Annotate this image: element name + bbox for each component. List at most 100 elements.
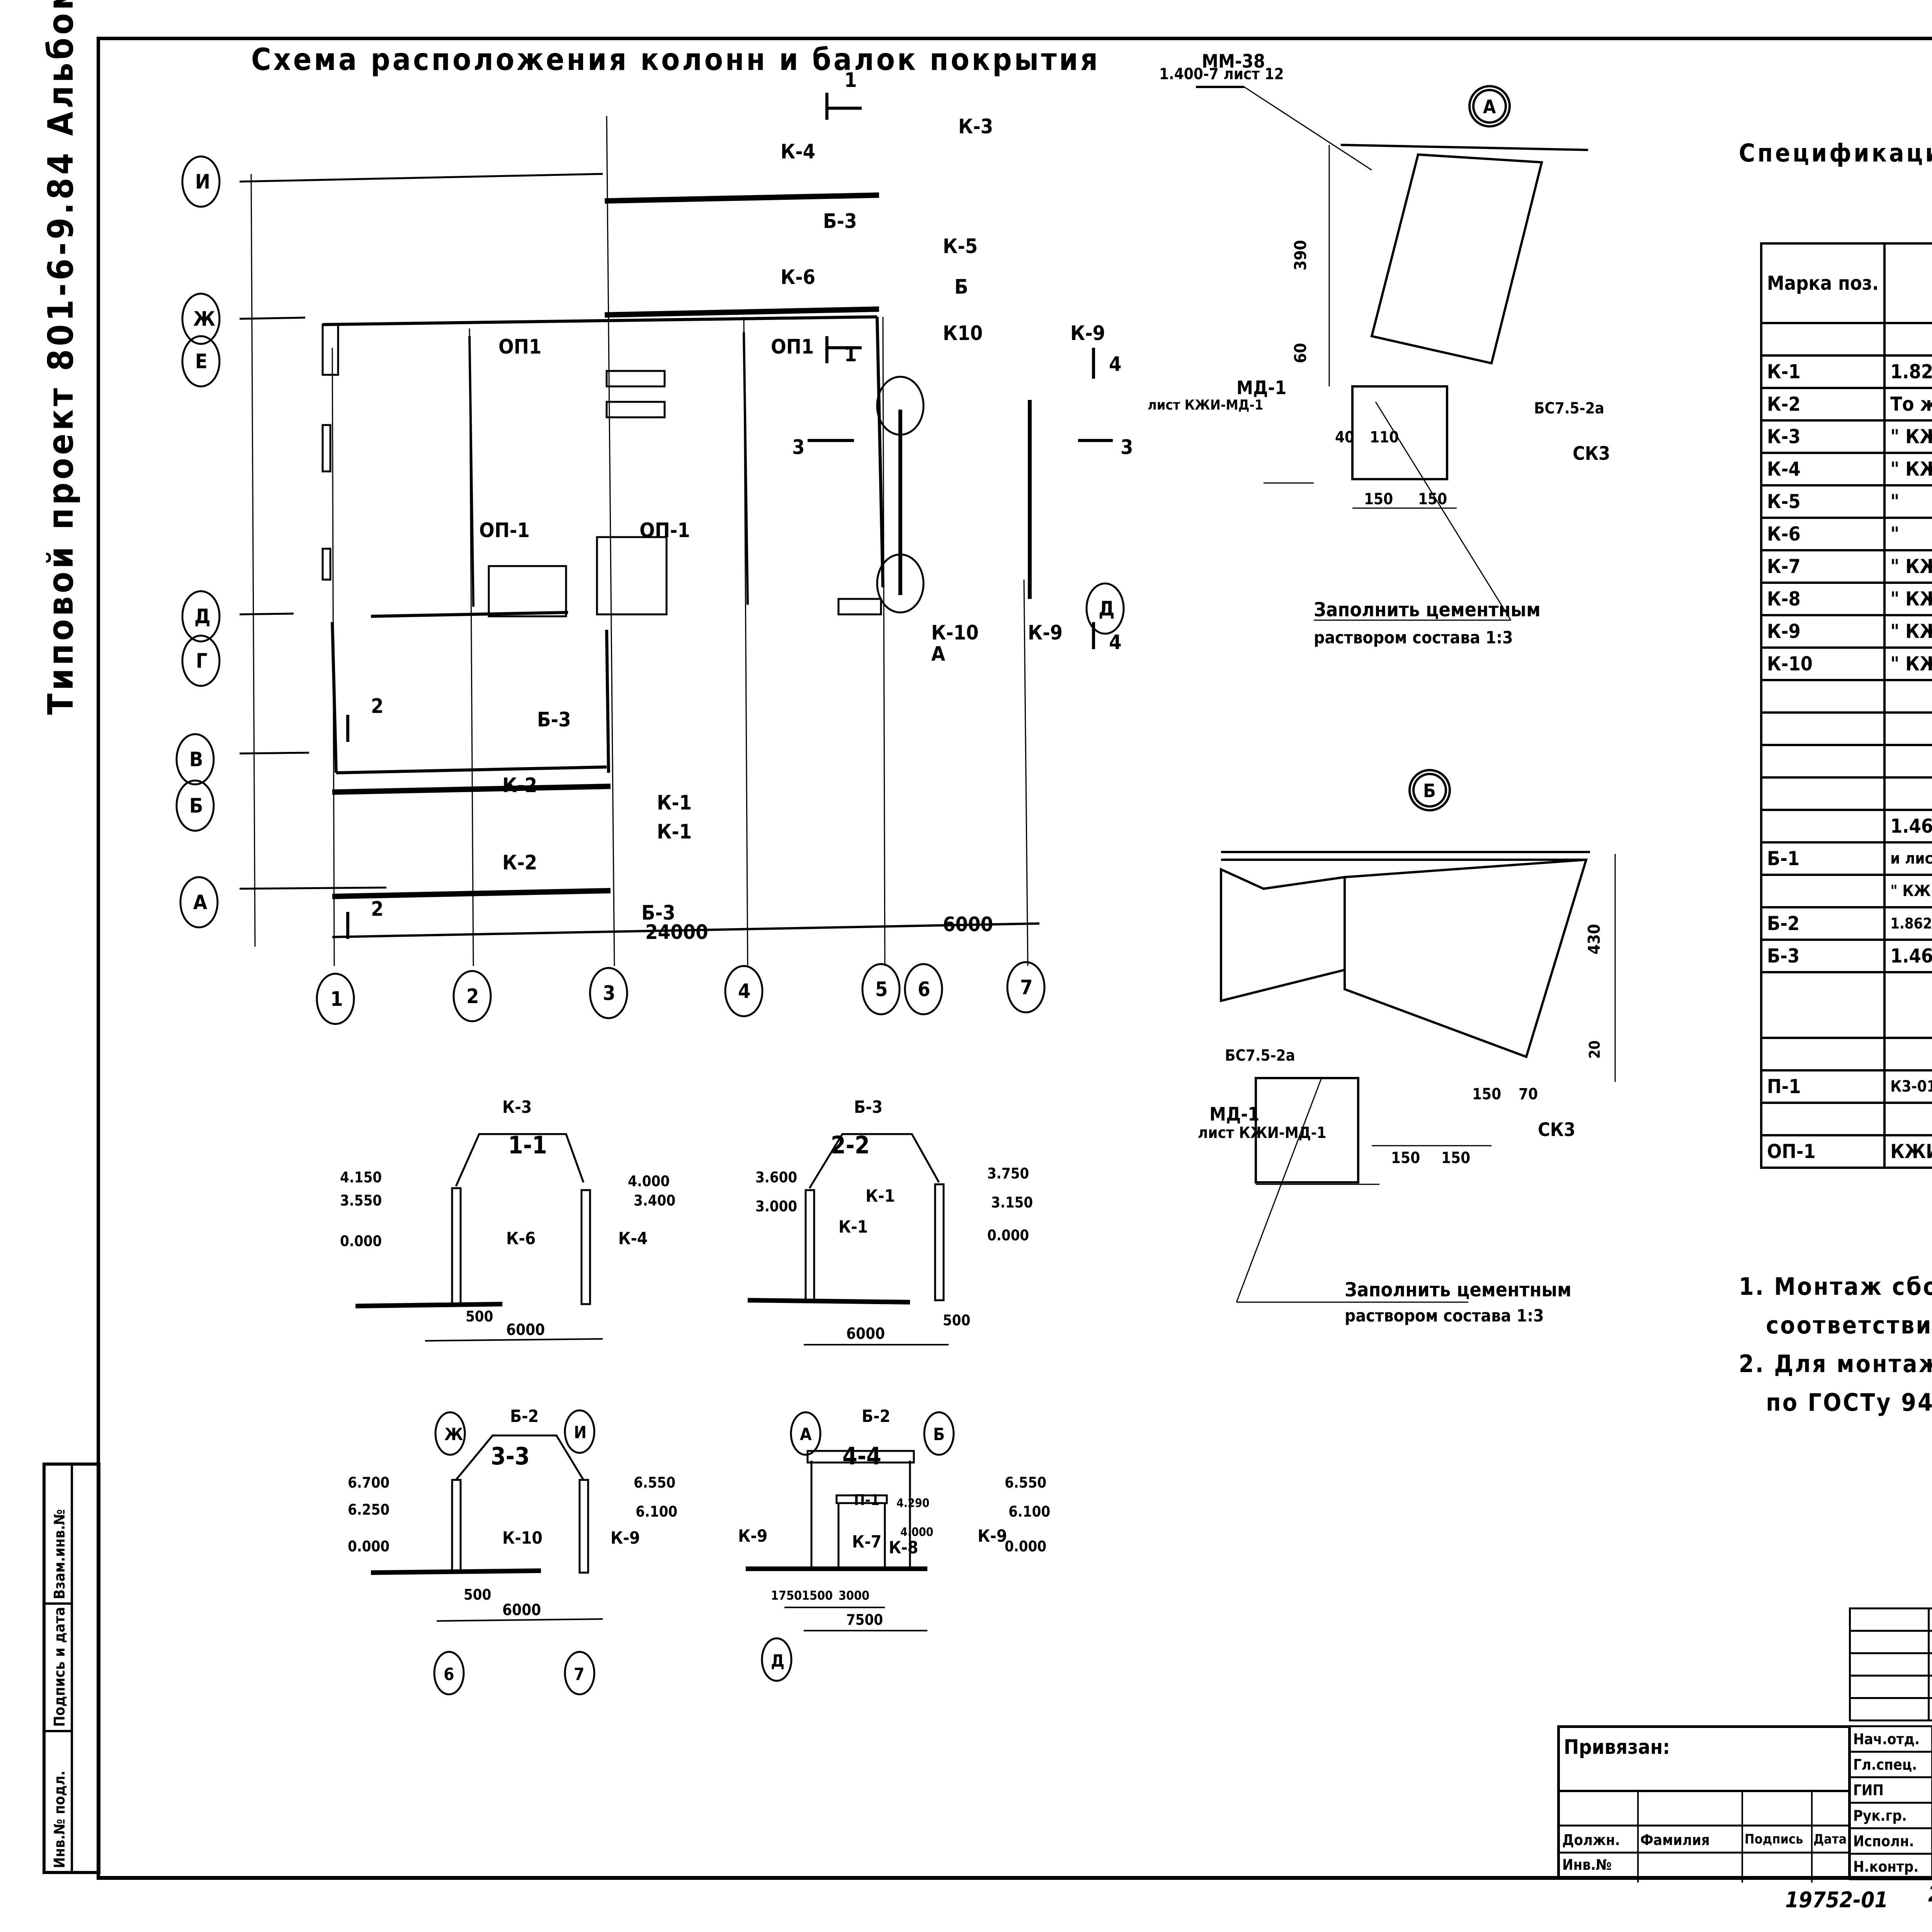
cell-designation: " КЖИ СКТ3-42-2А (1883, 452, 1932, 486)
wall-line (336, 765, 607, 774)
detail-b-dim: 20 (1586, 1040, 1603, 1059)
table-row: К-5"СК3-48-221080 (1760, 484, 1932, 519)
footer-n-1: 25 (1928, 1882, 1932, 1907)
section-row: Перемычка (1760, 1037, 1932, 1071)
cell-designation: " КЖИ СК3-42-2А (1883, 419, 1932, 454)
detail-column (1351, 385, 1448, 480)
cell-designation: " КЖИ-1БДР12-3АIV-Та (1883, 874, 1932, 908)
elevation-mark: 3.600 (755, 1169, 797, 1186)
axis-label: Е (195, 350, 207, 373)
dim-label: 6000 (846, 1325, 885, 1343)
cell-mark: К-7 (1760, 549, 1886, 584)
column (934, 1183, 945, 1301)
wall (605, 370, 666, 388)
cell-mark: К-4 (1760, 452, 1886, 486)
detail-a-marker (1468, 85, 1511, 128)
member-label: Б-3 (537, 708, 571, 731)
elevation-mark: 0.000 (348, 1538, 389, 1555)
inv-label: Инв.№ (1562, 1856, 1612, 1873)
dim-label: 500 (464, 1586, 491, 1603)
divider (1560, 1825, 1848, 1827)
elevation-mark: 6.250 (348, 1501, 389, 1518)
elevation-mark: 6.700 (348, 1474, 389, 1491)
sections-labels: 1-1 К-3 4.150 3.550 0.000 4.000 3.400 К-… (340, 1097, 1050, 1684)
staff-row: Рук.гр.Лесковская (1849, 1802, 1932, 1829)
detail-b-labels: Б БС7.5-2а МД-1 лист КЖИ-МД-1 СК3 430 20… (1198, 780, 1604, 1326)
leader (455, 1133, 585, 1187)
section-title: 2-2 (831, 1131, 870, 1159)
axis-label: А (800, 1425, 812, 1444)
spec-title-line1: Спецификация элементов к схемам располож… (1739, 139, 1932, 168)
axis-bubble-7 (1006, 961, 1046, 1014)
axis-bubble-3 (589, 967, 628, 1019)
detail-b-marker (1408, 769, 1451, 811)
note-line: по ГОСТу 9467-75. (1766, 1388, 1932, 1417)
staff-role: ГИП (1849, 1776, 1932, 1804)
leader (1236, 1078, 1322, 1303)
divider (1742, 1790, 1743, 1883)
axis-label: 6 (444, 1665, 454, 1684)
member-label: Б-3 (641, 901, 675, 925)
staff-role: Исполн. (1849, 1827, 1932, 1855)
cell-mark: К-10 (1760, 646, 1886, 681)
detail-a-dim: 150 (1418, 490, 1447, 508)
column (578, 1479, 589, 1574)
detail-a-marker-label: А (1483, 96, 1496, 118)
member-label: К-9 (1070, 322, 1105, 345)
dim-label: 6000 (502, 1601, 541, 1619)
table-row: К-4" КЖИ СКТ3-42-2АСКТ3-42-2А-КЖИ СКТ3-4… (1760, 452, 1932, 486)
detail-b-marker-inner (1412, 773, 1447, 808)
ground-line (355, 1302, 503, 1308)
member-label: К-5 (943, 235, 978, 258)
axis-bubble (790, 1411, 821, 1456)
table-row: К-10" КЖИ СК3-72-2АСК3-72-2А-КЖИ СК3-72-… (1760, 646, 1932, 681)
cell-designation: 1.462.1-10/80 вып.1 (1883, 939, 1932, 973)
axis-bubble-2 (452, 970, 492, 1022)
detail-beam (1370, 153, 1543, 365)
dim-label: 1500 (802, 1588, 833, 1603)
table-row: Б-1и лист КЖИ-1БДР12-2АIV-Та1БДР12-2АIV-… (1760, 841, 1932, 876)
detail-callout-B (876, 376, 925, 436)
axis-line-7 (1023, 579, 1029, 966)
detail-b-note: раствором состава 1:3 (1345, 1306, 1544, 1326)
column (804, 1189, 815, 1301)
cell-mark: К-9 (1760, 614, 1886, 649)
elevation-mark: 3.400 (634, 1192, 675, 1209)
header-mark: Марка поз. (1760, 242, 1886, 324)
stamp-cell-replace-inv: Взам.инв.№ (46, 1466, 71, 1605)
member-label: Б-3 (823, 210, 857, 233)
section-title: 4-4 (842, 1442, 881, 1470)
axis-label: Д (1099, 597, 1115, 621)
elevation-mark: 4.150 (340, 1169, 382, 1186)
elevation-mark: 3.750 (987, 1165, 1029, 1182)
binding-label: Привязан: (1564, 1736, 1670, 1759)
elevation-mark: 4.290 (896, 1497, 929, 1510)
detail-a-label: лист КЖИ-МД-1 (1148, 397, 1263, 413)
detail-b-dim: 150 (1391, 1149, 1420, 1167)
table-row: 1.462.1-3/80 вып.0;1;2 (1760, 809, 1932, 844)
detail-a-note: раствором состава 1:3 (1314, 628, 1513, 648)
notes: 1. Монтаж сборных железобетонных констру… (1739, 1267, 1932, 1422)
wall-line (605, 629, 610, 773)
section-number: 3 (792, 436, 805, 459)
axis-line-I (239, 173, 603, 183)
elevation-mark: 0.000 (987, 1227, 1029, 1244)
dim-label: 6000 (506, 1321, 545, 1339)
axis-label: 2 (466, 985, 479, 1008)
axis-line-5 (882, 316, 886, 966)
note-line: соответствии с указаниями СНиП III-16-80… (1766, 1311, 1932, 1339)
elevation-mark: 3.000 (755, 1198, 797, 1215)
table-row: К-2То жеСКТ3-42-221040 (1760, 387, 1932, 422)
dim-label: 6000 (943, 913, 993, 936)
section-row: Опорная подушка (1760, 1102, 1932, 1136)
wall-line (322, 315, 878, 326)
dim-line-vertical (250, 173, 256, 947)
axis-bubble (433, 1651, 465, 1696)
elevation-mark: 6.100 (1009, 1503, 1050, 1520)
cell-designation: " КЖИ СК3-60-2А (1883, 582, 1932, 616)
beam-line (604, 192, 879, 204)
table-row: Б-31.462.1-10/80 вып.11БСТ6-2IV-Т-21БСТ6… (1760, 939, 1932, 973)
col-label: Дата (1813, 1832, 1847, 1847)
detail-b-label: МД-1 (1209, 1104, 1259, 1125)
